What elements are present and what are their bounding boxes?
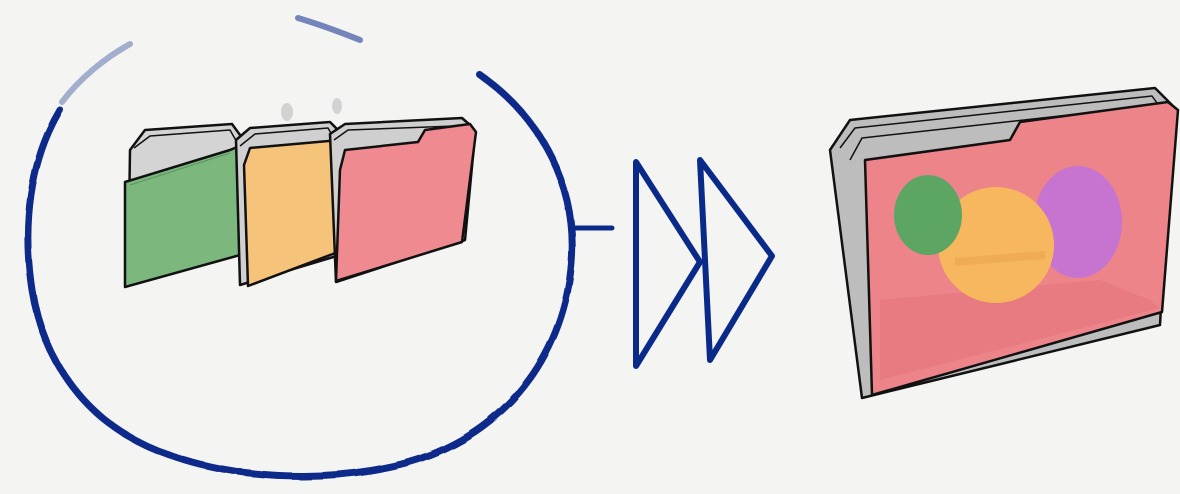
pink-folder bbox=[328, 116, 478, 284]
clip-mark-right bbox=[332, 98, 342, 114]
chevron-first bbox=[633, 159, 703, 369]
lasso-faded-stroke-top bbox=[295, 15, 363, 43]
double-chevron-right-icon bbox=[633, 157, 775, 369]
purple-circle bbox=[1034, 166, 1122, 278]
orange-folder bbox=[234, 120, 344, 288]
orange-folder-front bbox=[242, 138, 342, 288]
clip-mark-left bbox=[281, 103, 293, 121]
green-folder bbox=[123, 122, 247, 289]
lasso-main-stroke bbox=[24, 71, 576, 480]
pink-folder-front bbox=[334, 122, 478, 283]
three-folders-icon bbox=[123, 98, 478, 289]
merged-folder-icon bbox=[828, 86, 1180, 400]
lasso-circle bbox=[24, 15, 615, 480]
green-circle bbox=[894, 175, 962, 255]
orange-circle bbox=[938, 187, 1054, 303]
chevron-second bbox=[697, 157, 775, 363]
lasso-faded-stroke-left bbox=[59, 41, 133, 105]
